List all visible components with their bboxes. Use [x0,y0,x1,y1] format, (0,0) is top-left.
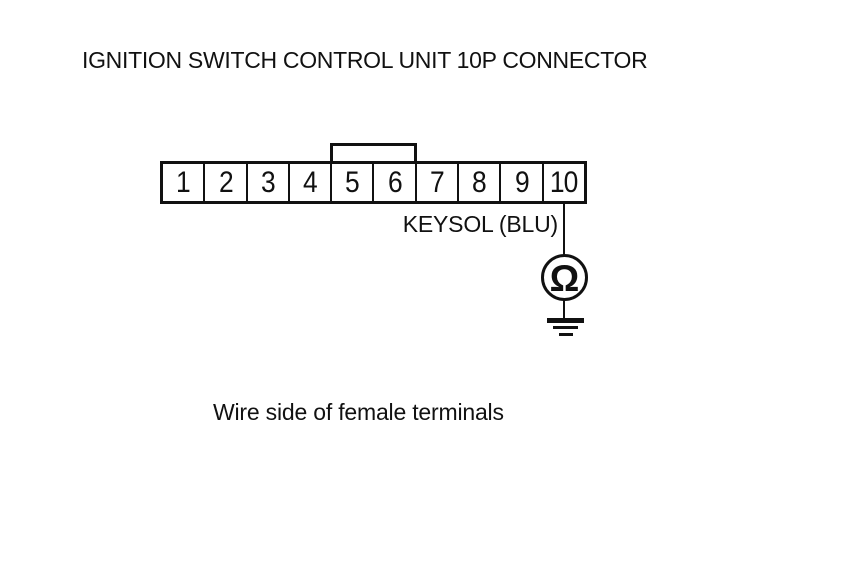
pin-label: 5 [345,165,360,199]
pin-label: 1 [176,165,191,199]
connector-body: 1 2 3 4 5 6 7 8 9 10 [160,161,587,204]
pin-cell-10: 10 [544,164,584,201]
pin-label: 7 [430,165,445,199]
pin-label: 9 [514,165,530,199]
diagram-caption: Wire side of female terminals [213,399,504,425]
pin-label: 10 [550,165,579,199]
diagram-title: IGNITION SWITCH CONTROL UNIT 10P CONNECT… [82,47,648,73]
wire-label-keysol: KEYSOL (BLU) [402,211,558,237]
pin-cell-9: 9 [501,164,544,201]
ohm-symbol: Ω [549,258,580,299]
ground-bar-bottom [559,333,573,336]
pin-cell-2: 2 [205,164,248,201]
pin-label: 2 [218,165,234,199]
pin-cell-5: 5 [332,164,375,201]
pin-cell-8: 8 [459,164,502,201]
pin-label: 3 [260,165,276,199]
pin-label: 6 [387,165,403,199]
pin-cell-1: 1 [163,164,206,201]
pin-label: 8 [472,165,487,199]
pin-cell-3: 3 [248,164,290,201]
ground-bar-top [547,318,584,323]
pin-cell-4: 4 [290,164,333,201]
pin-label: 4 [303,165,318,199]
pin-cell-7: 7 [417,164,460,201]
ohmmeter-icon: Ω [541,254,588,301]
ground-bar-middle [553,326,578,329]
pin-cell-6: 6 [374,164,417,201]
